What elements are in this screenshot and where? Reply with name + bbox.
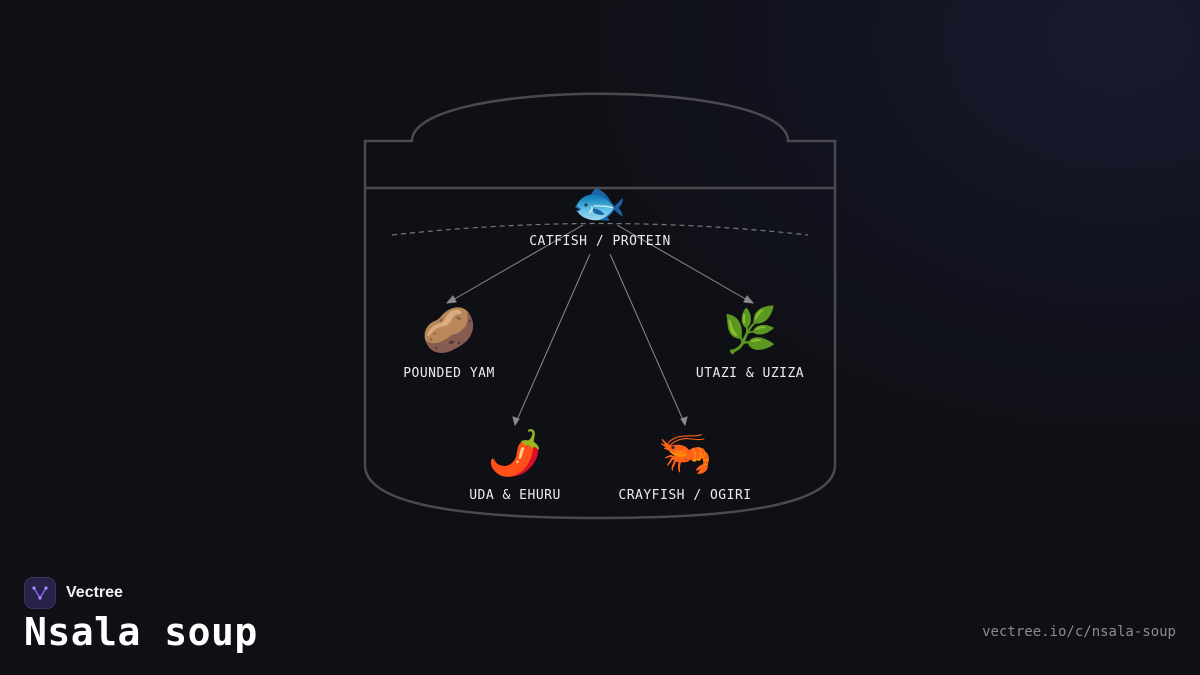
- soup-surface-line: [391, 222, 809, 236]
- pot-outline: [363, 92, 837, 520]
- fish-icon: 🐟: [571, 178, 627, 229]
- node-label-pounded-yam: POUNDED YAM: [403, 366, 495, 381]
- edge-arrowhead: [680, 416, 688, 427]
- page-url-link[interactable]: vectree.io/c/nsala-soup: [982, 624, 1176, 640]
- shrimp-icon: 🦐: [657, 428, 713, 479]
- node-label-uda: UDA & EHURU: [469, 488, 561, 503]
- edge-arrowhead: [445, 295, 457, 304]
- node-label-root: CATFISH / PROTEIN: [529, 234, 671, 249]
- edge-arrowhead: [743, 295, 755, 304]
- node-label-crayfish: CRAYFISH / OGIRI: [618, 488, 752, 503]
- brand: Vectree: [24, 577, 123, 609]
- edge-root-pounded-yam: [450, 224, 584, 302]
- edge-root-crayfish: [609, 253, 684, 421]
- chili-pepper-icon: 🌶️: [487, 428, 543, 479]
- edge-root-uda: [516, 253, 591, 421]
- potato-icon: 🥔: [421, 305, 477, 356]
- herb-icon: 🌿: [722, 305, 778, 356]
- brand-name: Vectree: [66, 584, 123, 601]
- edge-arrowhead: [512, 416, 520, 427]
- node-label-utazi: UTAZI & UZIZA: [695, 366, 805, 381]
- edges: [445, 224, 755, 427]
- tree-branch-icon: [24, 577, 56, 609]
- page-title: Nsala soup: [24, 610, 258, 654]
- edge-root-utazi: [616, 224, 750, 302]
